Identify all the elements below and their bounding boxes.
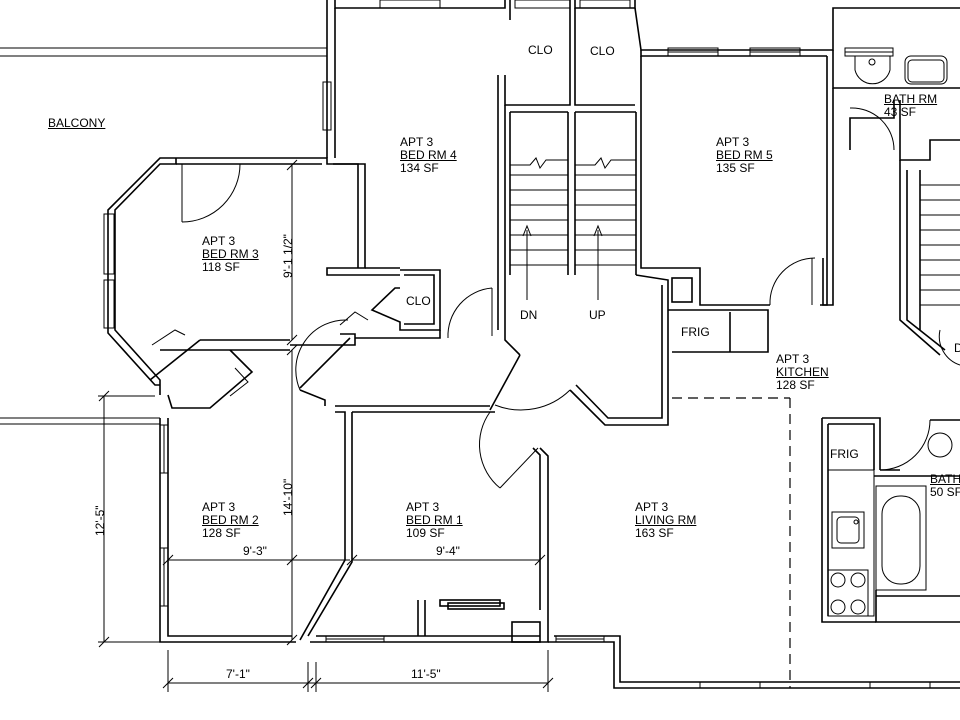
dimension-lines	[98, 159, 554, 692]
bed-rm-3-area: 118 SF	[202, 260, 240, 274]
stair-up-label: UP	[589, 308, 606, 322]
bed-rm-3-name: BED RM 3	[202, 247, 259, 261]
bed-rm-1-label: APT 3 BED RM 1 109 SF	[406, 501, 463, 540]
bed-rm-2-name: BED RM 2	[202, 513, 259, 527]
bed-rm-3-label: APT 3 BED RM 3 118 SF	[202, 235, 259, 274]
bath-area: 50 SF	[930, 485, 960, 499]
dim-bed1-width: 9'-4"	[436, 544, 460, 558]
kitchen-label: APT 3 KITCHEN 128 SF	[776, 353, 829, 392]
bath-rm-area: 43 SF	[884, 105, 917, 119]
dim-bottom-left: 7'-1"	[226, 667, 250, 681]
cut-letter-label: D	[954, 341, 960, 355]
bath-label: BATH 50 SF	[930, 473, 960, 499]
bath-rm-name: BATH RM	[884, 92, 938, 106]
bed-rm-3-apt: APT 3	[202, 234, 236, 248]
kitchen-area: 128 SF	[776, 378, 815, 392]
bed-rm-4-label: APT 3 BED RM 4 134 SF	[400, 136, 457, 175]
bed-rm-2-area: 128 SF	[202, 526, 241, 540]
living-rm-apt: APT 3	[635, 500, 669, 514]
bed-rm-1-apt: APT 3	[406, 500, 440, 514]
clo-label-1: CLO	[528, 43, 553, 57]
bed-rm-5-apt: APT 3	[716, 135, 750, 149]
bed-rm-5-label: APT 3 BED RM 5 135 SF	[716, 136, 773, 175]
bed-rm-5-name: BED RM 5	[716, 148, 773, 162]
bath-name: BATH	[930, 472, 960, 486]
bed-rm-4-area: 134 SF	[400, 161, 439, 175]
bed-rm-1-area: 109 SF	[406, 526, 445, 540]
kitchen-boundary	[672, 397, 791, 688]
stair-down-label: DN	[520, 308, 538, 322]
dim-bottom-right: 11'-5"	[411, 667, 441, 681]
dim-bed2-height: 14'-10"	[281, 478, 295, 516]
bath-fixtures	[827, 55, 953, 617]
living-rm-name: LIVING RM	[635, 513, 697, 527]
bed-rm-4-apt: APT 3	[400, 135, 434, 149]
windows	[103, 0, 931, 689]
clo-label-2: CLO	[590, 44, 615, 58]
dim-bed2-width: 9'-3"	[243, 544, 267, 558]
bath-rm-label: BATH RM 43 SF	[884, 93, 937, 119]
kitchen-name: KITCHEN	[776, 365, 829, 379]
frig-label-1: FRIG	[681, 325, 710, 339]
balcony-label: BALCONY	[48, 116, 106, 130]
kitchen-apt: APT 3	[776, 352, 810, 366]
living-rm-area: 163 SF	[635, 526, 674, 540]
balcony-rails	[0, 47, 327, 425]
frig-label-2: FRIG	[830, 447, 859, 461]
stairs	[510, 157, 960, 306]
bed-rm-1-name: BED RM 1	[406, 513, 463, 527]
bed-rm-2-apt: APT 3	[202, 500, 236, 514]
living-rm-label: APT 3 LIVING RM 163 SF	[635, 501, 696, 540]
dim-bed3-height: 9'-1 1/2"	[281, 234, 295, 278]
bed-rm-2-label: APT 3 BED RM 2 128 SF	[202, 501, 259, 540]
bed-rm-5-area: 135 SF	[716, 161, 755, 175]
bed-rm-4-name: BED RM 4	[400, 148, 457, 162]
clo-label-3: CLO	[406, 294, 431, 308]
dim-left-height: 12'-5"	[93, 505, 107, 536]
door-swings	[151, 107, 960, 489]
interior-walls	[149, 0, 960, 643]
